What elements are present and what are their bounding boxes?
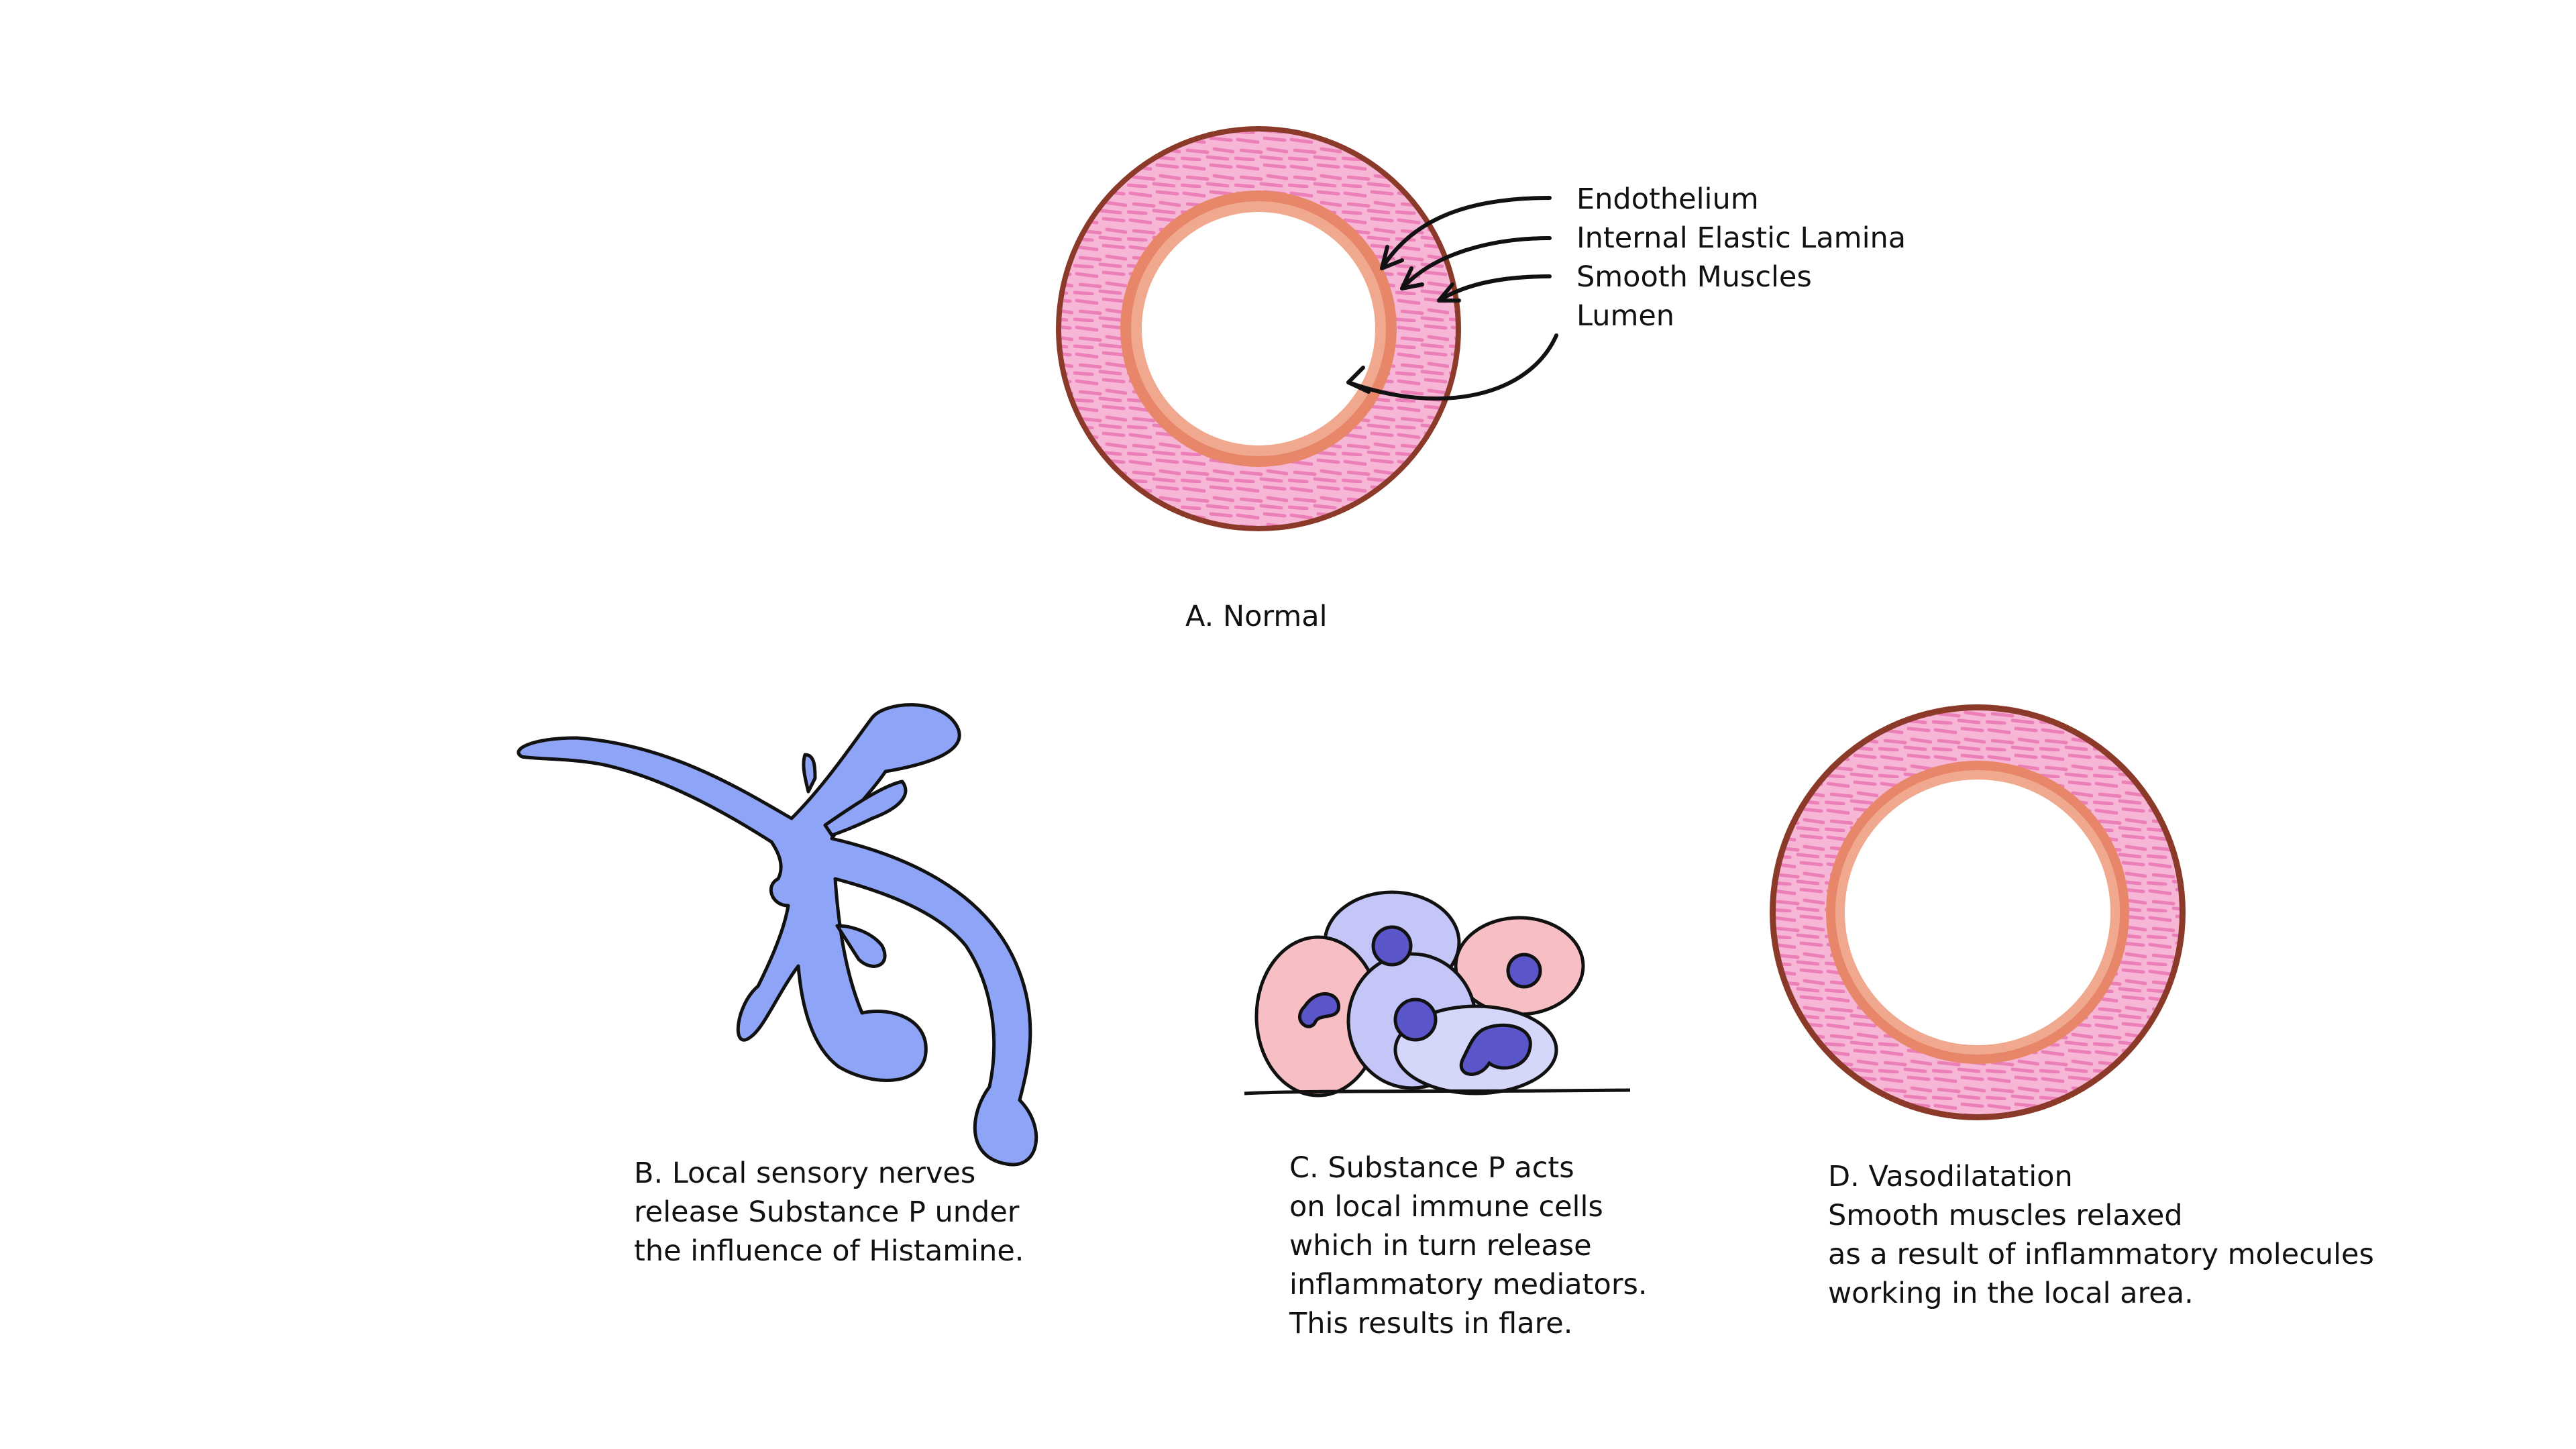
panel-d-line-4: working in the local area.	[1828, 1277, 2194, 1310]
panel-c-line-1: C. Substance P acts	[1289, 1151, 1574, 1185]
cell-ground-line	[1244, 1088, 1631, 1095]
nerve-twig	[802, 753, 817, 794]
panel-a-arrows	[1346, 196, 1558, 400]
panel-c-line-5: This results in flare.	[1289, 1307, 1573, 1340]
caption-panel-d: D. Vasodilatation Smooth muscles relaxed…	[1828, 1157, 2374, 1313]
arrow-elastic-lamina	[1400, 236, 1552, 290]
panel-b-line-2: release Substance P under	[634, 1195, 1020, 1229]
label-lumen: Lumen	[1576, 299, 1675, 333]
caption-panel-c: C. Substance P acts on local immune cell…	[1289, 1148, 1648, 1343]
panel-c-line-2: on local immune cells	[1289, 1190, 1603, 1224]
nerve-body	[517, 703, 1038, 1167]
label-internal-elastic-lamina: Internal Elastic Lamina	[1576, 221, 1907, 255]
nucleus-center	[1393, 998, 1438, 1042]
panel-d-line-2: Smooth muscles relaxed	[1828, 1199, 2183, 1232]
nucleus-left	[1298, 992, 1340, 1028]
lumen-d	[1845, 780, 2110, 1045]
nerve-bulb	[835, 924, 887, 968]
panel-d-line-3: as a result of inflammatory molecules	[1828, 1238, 2374, 1271]
panel-d-vessel	[1770, 704, 2186, 1120]
arrow-endothelium	[1380, 196, 1552, 270]
panel-b-line-3: the influence of Histamine.	[634, 1234, 1024, 1268]
arrow-smooth-muscles	[1437, 274, 1552, 303]
nucleus-top-right	[1506, 953, 1542, 989]
caption-panel-b: B. Local sensory nerves release Substanc…	[634, 1154, 1024, 1271]
label-endothelium: Endothelium	[1576, 182, 1759, 216]
panel-a-vessel	[1056, 126, 1461, 531]
panel-c-line-4: inflammatory mediators.	[1289, 1268, 1648, 1301]
panel-c-line-3: which in turn release	[1289, 1229, 1592, 1263]
nerve-branch	[823, 780, 908, 837]
label-smooth-muscles: Smooth Muscles	[1576, 260, 1812, 294]
nucleus-right	[1459, 1023, 1532, 1076]
nucleus-top-left	[1371, 925, 1413, 967]
panel-d-line-1: D. Vasodilatation	[1828, 1160, 2073, 1193]
panel-b-line-1: B. Local sensory nerves	[634, 1157, 976, 1190]
lumen-a	[1142, 212, 1375, 445]
arrow-lumen	[1346, 333, 1558, 400]
caption-panel-a: A. Normal	[1185, 600, 1328, 633]
panel-c-immune-cells	[1244, 890, 1631, 1097]
panel-b-nerve	[517, 703, 1038, 1167]
